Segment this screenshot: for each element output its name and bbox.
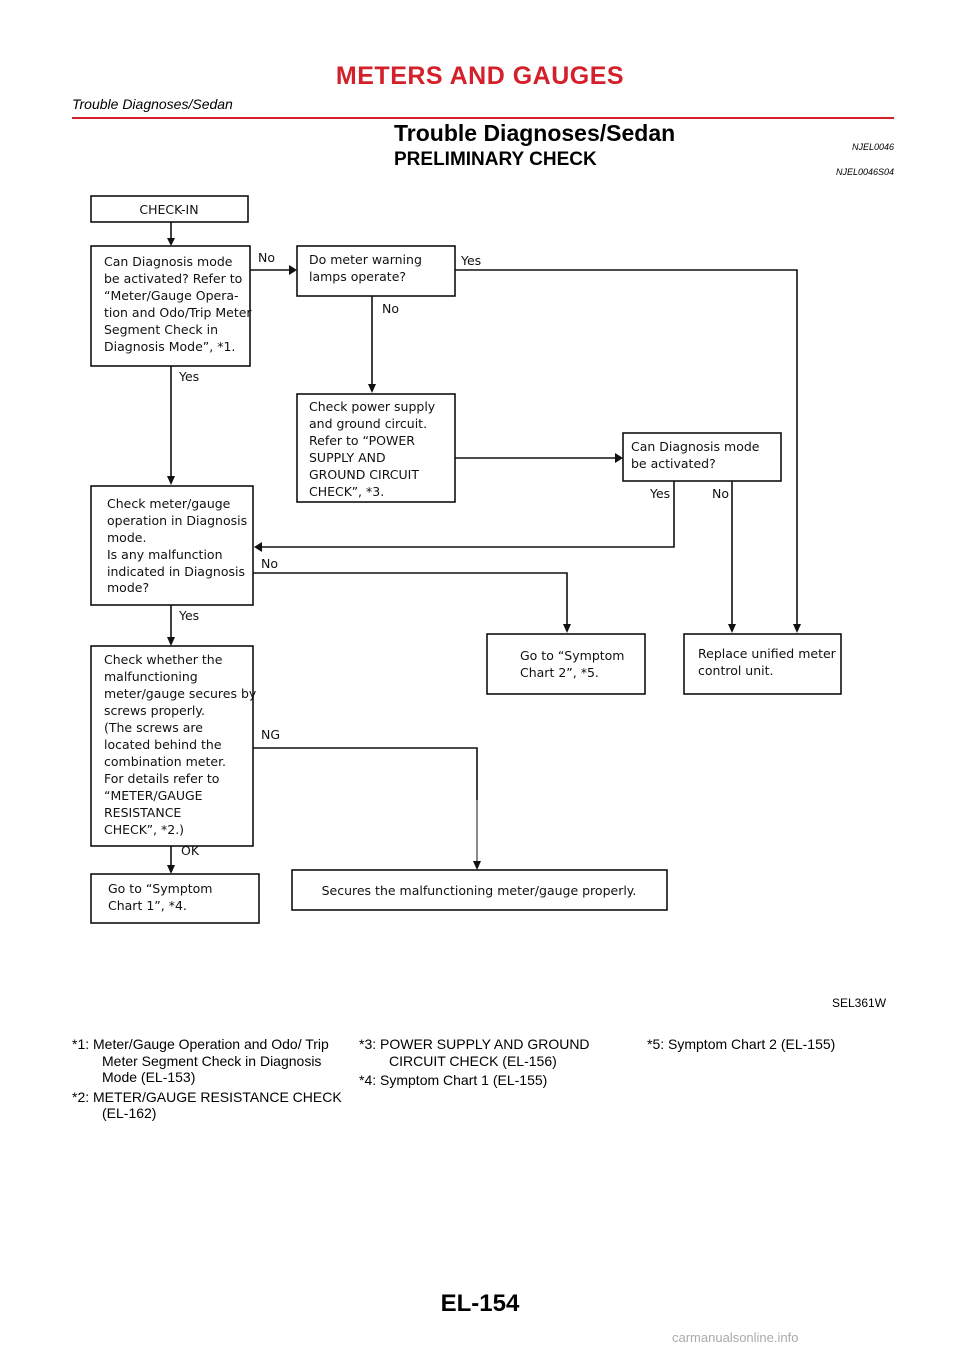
preliminary-check-flowchart: CHECK-IN Can Diagnosis mode be activated…	[90, 195, 842, 924]
svg-text:Do meter warning lamps o: Do meter warning lamps operate?	[309, 252, 426, 284]
box-check-meter-gauge: Check meter/gauge operation in Diagnosis…	[90, 485, 254, 606]
footnote-4: *4: Symptom Chart 1 (EL-155)	[359, 1072, 548, 1088]
svg-text:Secures the malfunctioning met: Secures the malfunctioning meter/gauge p…	[322, 883, 637, 898]
footnote-3: *3: POWER SUPPLY AND GROUND CIRCUIT CHEC…	[359, 1036, 590, 1069]
svg-text:Yes: Yes	[178, 369, 199, 384]
watermark[interactable]: carmanualsonline.info	[672, 1330, 799, 1345]
page-title: Trouble Diagnoses/Sedan	[394, 120, 676, 146]
svg-text:No: No	[258, 250, 275, 265]
footnotes-column-1: *1: Meter/Gauge Operation and Odo/ Trip …	[72, 1036, 342, 1125]
svg-text:NG: NG	[261, 727, 280, 742]
svg-text:OK: OK	[181, 843, 200, 858]
footnote-1: *1: Meter/Gauge Operation and Odo/ Trip …	[72, 1036, 329, 1085]
svg-text:CHECK-IN: CHECK-IN	[139, 202, 198, 217]
branch-labels: No Yes Yes No Yes No No Yes NG OK	[178, 250, 729, 858]
page-number: EL-154	[440, 1290, 520, 1317]
box-symptom-chart-2: Go to “Symptom Chart 2”, *5.	[486, 633, 646, 695]
svg-text:Yes: Yes	[178, 608, 199, 623]
svg-text:Can Diagnosis mode be ac: Can Diagnosis mode be activated? Refer t…	[104, 254, 256, 354]
svg-text:Yes: Yes	[649, 486, 670, 501]
header-rule	[72, 117, 894, 119]
svg-text:Replace unified meter co: Replace unified meter control unit.	[698, 646, 840, 678]
box-secure-meter: Secures the malfunctioning meter/gauge p…	[291, 869, 668, 911]
footnote-2: *2: METER/GAUGE RESISTANCE CHECK (EL-162…	[72, 1088, 342, 1122]
flowchart-connectors	[170, 222, 798, 868]
box-diagnosis-mode-activate: Can Diagnosis mode be activated? Refer t…	[90, 245, 256, 367]
title-ref-code: NJEL0046	[851, 142, 894, 152]
svg-text:No: No	[261, 556, 278, 571]
box-warning-lamps: Do meter warning lamps operate?	[296, 245, 456, 297]
box-check-screws: Check whether the malfunctioning meter/g…	[90, 645, 260, 847]
section-heading: PRELIMINARY CHECK	[394, 149, 597, 170]
svg-text:Go to “Symptom Chart 2”,: Go to “Symptom Chart 2”, *5.	[520, 648, 628, 680]
svg-text:Check meter/gauge operat: Check meter/gauge operation in Diagnosis…	[107, 496, 251, 595]
svg-text:Can Diagnosis mode be ac: Can Diagnosis mode be activated?	[631, 439, 763, 471]
box-replace-meter-unit: Replace unified meter control unit.	[683, 633, 842, 695]
svg-text:No: No	[712, 486, 729, 501]
figure-id: SEL361W	[832, 996, 887, 1010]
svg-text:Yes: Yes	[460, 253, 481, 268]
footnotes-column-2: *3: POWER SUPPLY AND GROUND CIRCUIT CHEC…	[359, 1036, 629, 1092]
box-check-in: CHECK-IN	[90, 195, 249, 223]
box-power-supply-check: Check power supply and ground circuit. R…	[296, 393, 456, 503]
flowchart-arrowheads	[167, 238, 801, 874]
svg-text:Go to “Symptom Chart 1”,: Go to “Symptom Chart 1”, *4.	[108, 881, 216, 913]
box-diagnosis-mode-activate-2: Can Diagnosis mode be activated?	[622, 432, 782, 482]
svg-text:No: No	[382, 301, 399, 316]
svg-text:Check whether the malfun: Check whether the malfunctioning meter/g…	[104, 652, 260, 837]
section-subtitle: Trouble Diagnoses/Sedan	[72, 96, 233, 112]
footnote-5: *5: Symptom Chart 2 (EL-155)	[647, 1036, 836, 1052]
svg-text:Check power supply and g: Check power supply and ground circuit. R…	[309, 399, 439, 499]
box-symptom-chart-1: Go to “Symptom Chart 1”, *4.	[90, 873, 260, 924]
section-title: METERS AND GAUGES	[335, 62, 625, 90]
section-ref-code: NJEL0046S04	[835, 167, 894, 177]
footnotes-column-3: *5: Symptom Chart 2 (EL-155)	[647, 1036, 907, 1056]
